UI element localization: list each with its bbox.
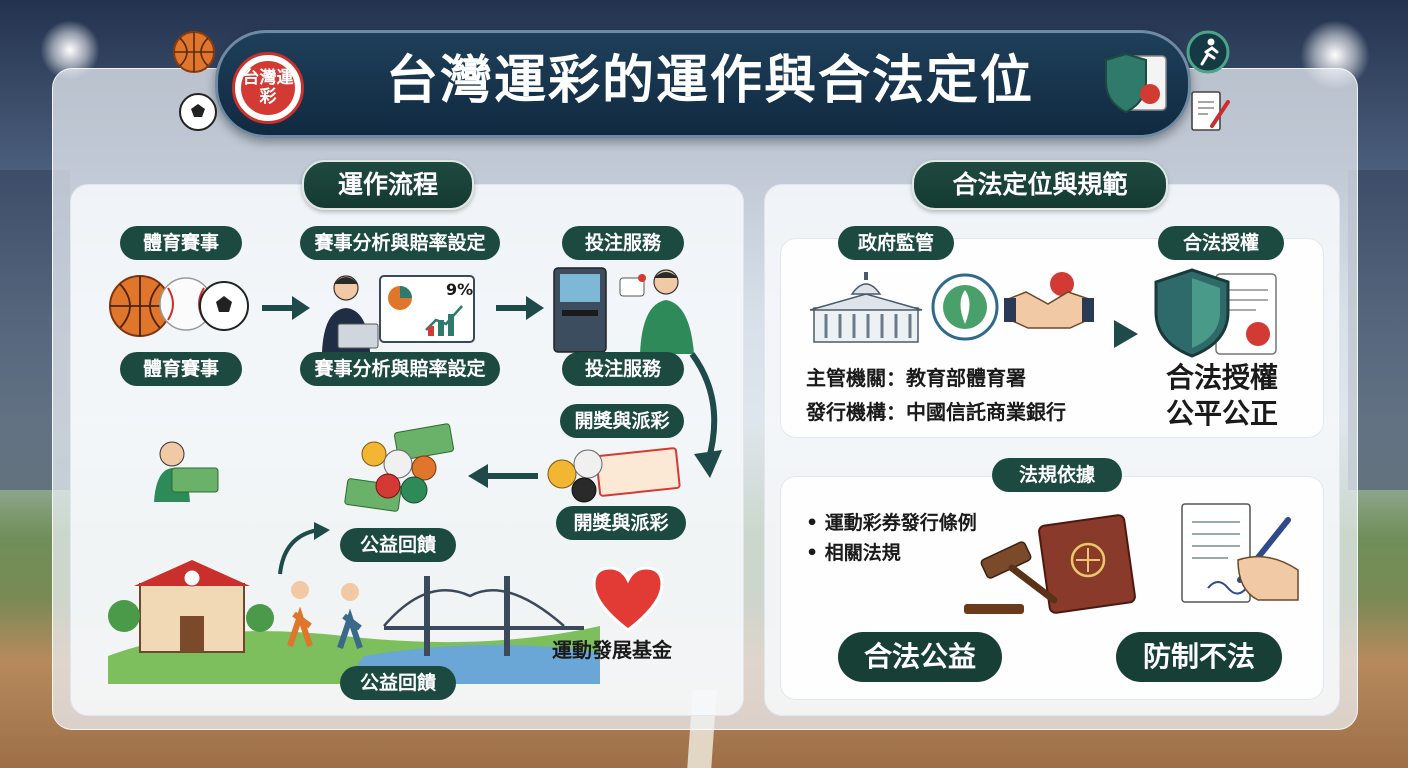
step-betting-label-bottom: 投注服務 bbox=[562, 352, 684, 386]
step-sports-label-top: 體育賽事 bbox=[120, 226, 242, 260]
step-analysis-label-top: 賽事分析與賠率設定 bbox=[300, 226, 500, 260]
shield-document-icon bbox=[1154, 268, 1277, 358]
soccer-ball-icon bbox=[179, 93, 217, 131]
curved-arrow-down-icon bbox=[689, 352, 722, 478]
lottery-balls-tickets-icon bbox=[547, 447, 681, 503]
money-balls-icon bbox=[344, 423, 455, 512]
arrow-left-icon bbox=[468, 464, 538, 488]
signing-document-icon bbox=[1181, 503, 1299, 603]
handshake-icon bbox=[1004, 272, 1094, 329]
authorization-line1: 合法授權 bbox=[1165, 361, 1278, 394]
basketball-icon bbox=[173, 31, 215, 73]
regulation-item-text: 相關法規 bbox=[824, 542, 901, 564]
person-money-icon bbox=[154, 441, 219, 502]
step-welfare-label-top: 公益回饋 bbox=[340, 528, 456, 562]
authority-text: 主管機關：教育部體育署 bbox=[806, 366, 1026, 390]
chart-percent-label: 9% bbox=[446, 280, 474, 299]
heart-icon bbox=[592, 566, 664, 632]
shield-certificate-icon bbox=[1105, 52, 1167, 114]
authorization-line2: 公平公正 bbox=[1165, 397, 1278, 430]
regulation-item: • 相關法規 bbox=[806, 542, 901, 564]
step-draw-label-bottom: 開獎與派彩 bbox=[556, 506, 686, 540]
community-scene-icon bbox=[108, 560, 600, 684]
stadium-stand-right bbox=[1348, 170, 1408, 490]
issuer-text: 發行機構：中國信託商業銀行 bbox=[806, 400, 1066, 424]
step-welfare-label-bottom: 公益回饋 bbox=[340, 666, 456, 700]
betting-kiosk-icon bbox=[553, 267, 694, 354]
prevent-illegal-badge: 防制不法 bbox=[1116, 632, 1282, 682]
legal-welfare-badge: 合法公益 bbox=[838, 632, 1002, 682]
regulation-item-text: 運動彩券發行條例 bbox=[824, 512, 977, 534]
government-label: 政府監管 bbox=[838, 226, 954, 260]
operation-header: 運作流程 bbox=[302, 160, 474, 210]
arrow-right-icon bbox=[496, 296, 544, 320]
document-pen-icon bbox=[1191, 91, 1230, 131]
analyst-laptop-icon bbox=[322, 275, 475, 352]
taiwan-sports-lottery-logo: 台灣運彩 bbox=[232, 52, 304, 124]
regulation-item: • 運動彩券發行條例 bbox=[806, 512, 977, 534]
logo-seal: 台灣運彩 bbox=[241, 61, 295, 115]
authorization-label: 合法授權 bbox=[1158, 226, 1284, 260]
gavel-law-book-icon bbox=[964, 514, 1136, 614]
step-sports-label-bottom: 體育賽事 bbox=[120, 352, 242, 386]
ministry-emblem-icon bbox=[931, 273, 999, 341]
curved-arrow-up-icon bbox=[278, 522, 330, 575]
page-title: 台灣運彩的運作與合法定位 bbox=[385, 51, 1034, 111]
regulation-label: 法規依據 bbox=[992, 458, 1122, 492]
government-building-icon bbox=[809, 272, 923, 343]
sports-development-fund-label: 運動發展基金 bbox=[552, 638, 672, 662]
step-draw-label-top: 開獎與派彩 bbox=[560, 404, 684, 438]
legal-header: 合法定位與規範 bbox=[912, 160, 1168, 210]
arrow-right-icon bbox=[1114, 320, 1138, 348]
step-betting-label-top: 投注服務 bbox=[562, 226, 684, 260]
step-analysis-label-bottom: 賽事分析與賠率設定 bbox=[300, 352, 500, 386]
runner-badge-icon bbox=[1186, 30, 1230, 74]
arrow-right-icon bbox=[262, 296, 310, 320]
title-banner bbox=[215, 30, 1191, 138]
sports-balls-icon bbox=[109, 275, 249, 337]
